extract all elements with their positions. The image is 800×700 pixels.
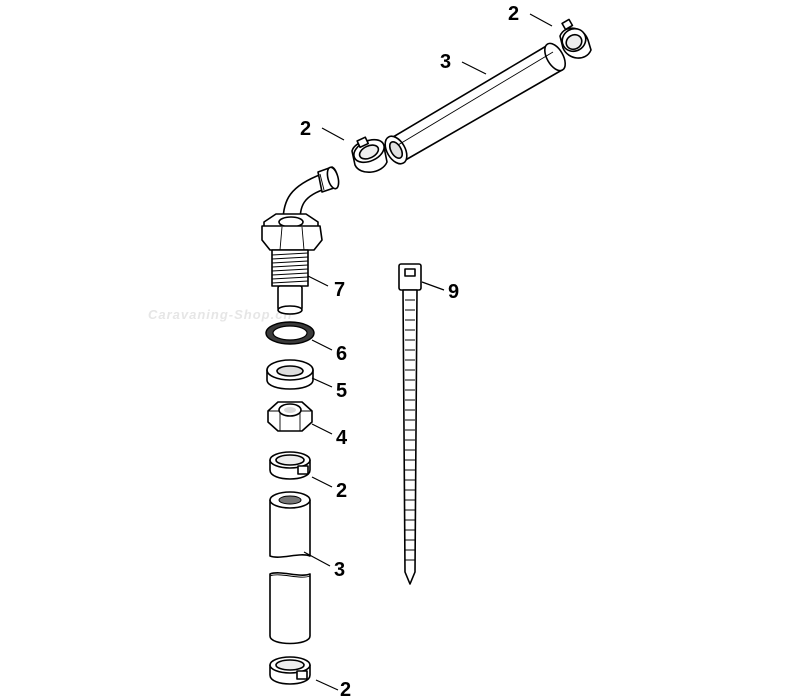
leader-line	[311, 476, 333, 488]
leader-line	[315, 679, 339, 691]
hose-clamp-top-right	[559, 18, 592, 59]
sealing-washer	[265, 321, 315, 345]
callout-label: 9	[448, 281, 459, 303]
callout-label: 6	[336, 343, 347, 365]
leader-lines	[303, 13, 553, 691]
leader-line	[311, 377, 333, 388]
leader-line	[421, 281, 445, 291]
callout-label: 3	[440, 51, 451, 73]
leader-line	[311, 423, 333, 435]
callout-label: 7	[334, 279, 345, 301]
callout-label: 2	[508, 3, 519, 25]
leader-line	[321, 127, 345, 141]
spacer-ring	[266, 359, 314, 390]
hose-clamp-middle	[269, 451, 311, 480]
leader-line	[303, 551, 331, 567]
callout-label: 2	[340, 679, 351, 700]
callout-label: 3	[334, 559, 345, 581]
callout-label: 2	[300, 118, 311, 140]
hose-clamp-bottom	[269, 656, 311, 685]
leader-line	[307, 275, 329, 287]
callout-label: 4	[336, 427, 348, 449]
hex-nut	[267, 401, 313, 432]
watermark-text: Caravaning-Shop.ch	[148, 307, 292, 322]
lower-hose	[269, 491, 311, 645]
callout-label: 2	[336, 480, 347, 502]
callout-label: 5	[336, 380, 347, 402]
elbow-fitting	[261, 166, 340, 315]
leader-line	[311, 339, 333, 351]
upper-hose	[384, 42, 567, 165]
callout-labels: 2 3 2 7 9 6 5 4 2 3 2	[300, 3, 519, 700]
cable-tie	[398, 263, 422, 585]
hose-clamp-top-left	[351, 136, 388, 173]
leader-line	[461, 61, 487, 75]
leader-line	[529, 13, 553, 27]
